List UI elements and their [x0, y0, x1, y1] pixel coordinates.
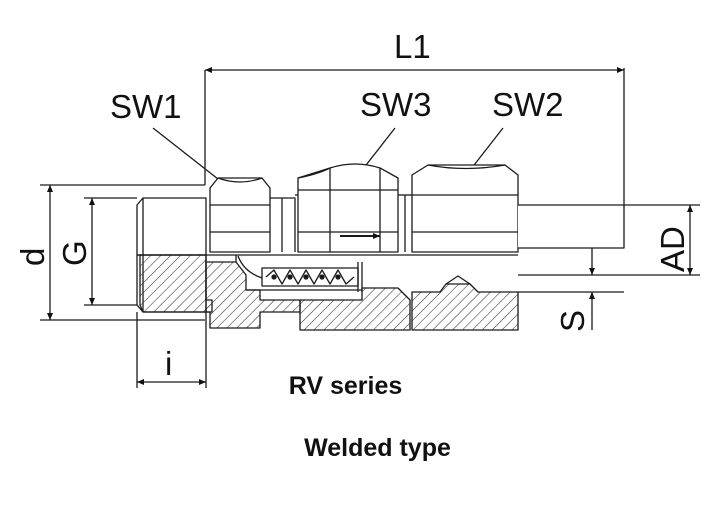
valve-internals: [137, 254, 518, 292]
label-ad: AD: [654, 226, 691, 272]
caption-type: Welded type: [304, 434, 451, 462]
sw1-hex-nut: [205, 177, 301, 329]
label-l1: L1: [394, 28, 431, 65]
label-sw2: SW2: [492, 86, 564, 123]
label-d: d: [14, 248, 51, 266]
dimension-g: [84, 197, 137, 306]
label-sw1: SW1: [110, 88, 182, 125]
dimension-l1: [204, 67, 625, 205]
dimension-ad: [624, 204, 700, 276]
label-i: i: [165, 345, 172, 382]
caption-series: RV series: [288, 372, 403, 400]
weld-tube: [518, 204, 625, 293]
dimension-i: [136, 312, 207, 388]
label-g: G: [56, 240, 93, 266]
sw2-hex-nut: [411, 164, 519, 331]
sw3-central-body: [295, 163, 412, 331]
label-s: S: [554, 310, 591, 332]
dimension-d: [40, 184, 205, 321]
label-sw3: SW3: [360, 86, 432, 123]
